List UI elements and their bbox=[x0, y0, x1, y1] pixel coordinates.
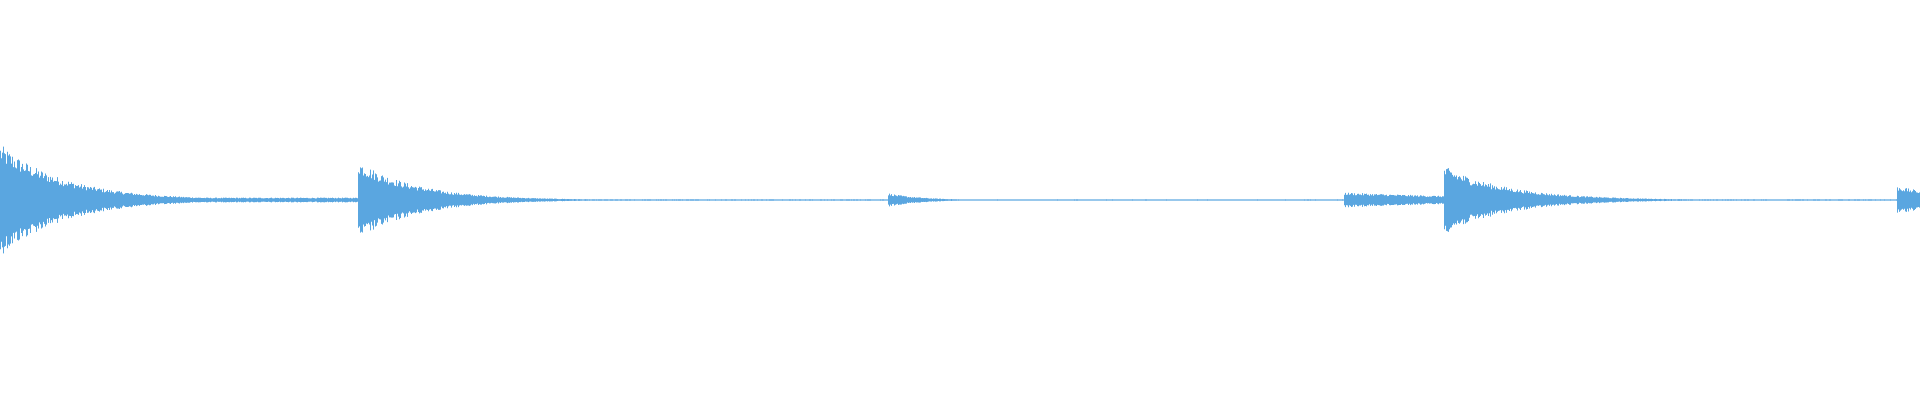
waveform-amplitude-path bbox=[0, 146, 1920, 254]
waveform-bars bbox=[0, 146, 1920, 254]
